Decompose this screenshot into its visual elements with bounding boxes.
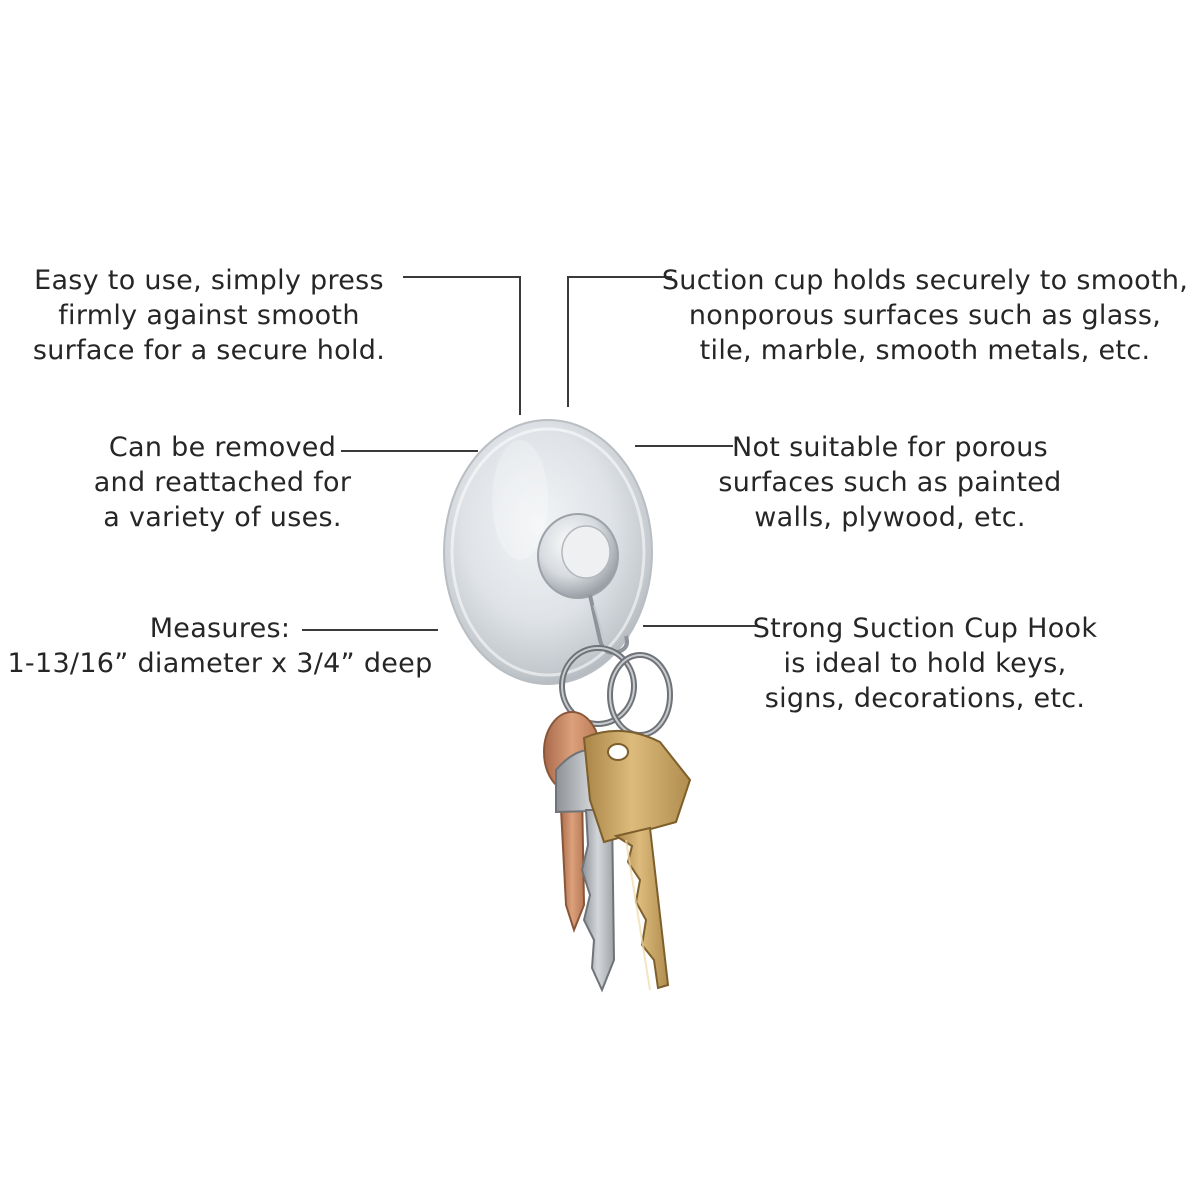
callout-not-suitable: Not suitable for porous surfaces such as… (700, 430, 1080, 535)
keys-icon (543, 711, 692, 993)
callout-line: is ideal to hold keys, (783, 648, 1067, 679)
callout-line: surface for a secure hold. (32, 335, 386, 366)
leader-line-top-right (567, 276, 672, 407)
callout-line: a variety of uses. (103, 502, 342, 533)
callout-line: and reattached for (93, 467, 352, 498)
brass-key-icon (582, 729, 692, 991)
leader-lines (302, 276, 758, 631)
callout-line: Easy to use, simply press (34, 265, 384, 296)
callout-line: Can be removed (108, 432, 337, 463)
callout-line: 1-13/16” diameter x 3/4” deep (7, 648, 433, 679)
callout-line: signs, decorations, etc. (764, 683, 1086, 714)
callout-easy-to-use: Easy to use, simply press firmly against… (20, 263, 398, 368)
callout-line: tile, marble, smooth metals, etc. (699, 335, 1151, 366)
callout-line: Suction cup holds securely to smooth, (661, 265, 1189, 296)
callout-measurements: Measures: 1-13/16” diameter x 3/4” deep (0, 611, 440, 681)
leader-line-top-left (403, 276, 521, 415)
suction-cup-icon (443, 419, 653, 685)
callout-line: Strong Suction Cup Hook (752, 613, 1098, 644)
callout-line: surfaces such as painted (718, 467, 1062, 498)
callout-surfaces: Suction cup holds securely to smooth, no… (660, 263, 1190, 368)
callout-removable: Can be removed and reattached for a vari… (60, 430, 385, 535)
callout-line: walls, plywood, etc. (754, 502, 1026, 533)
callout-line: Not suitable for porous (731, 432, 1048, 463)
callout-line: firmly against smooth (58, 300, 360, 331)
callout-strong-hook: Strong Suction Cup Hook is ideal to hold… (745, 611, 1105, 716)
callout-line: Measures: (149, 613, 291, 644)
callout-line: nonporous surfaces such as glass, (688, 300, 1162, 331)
